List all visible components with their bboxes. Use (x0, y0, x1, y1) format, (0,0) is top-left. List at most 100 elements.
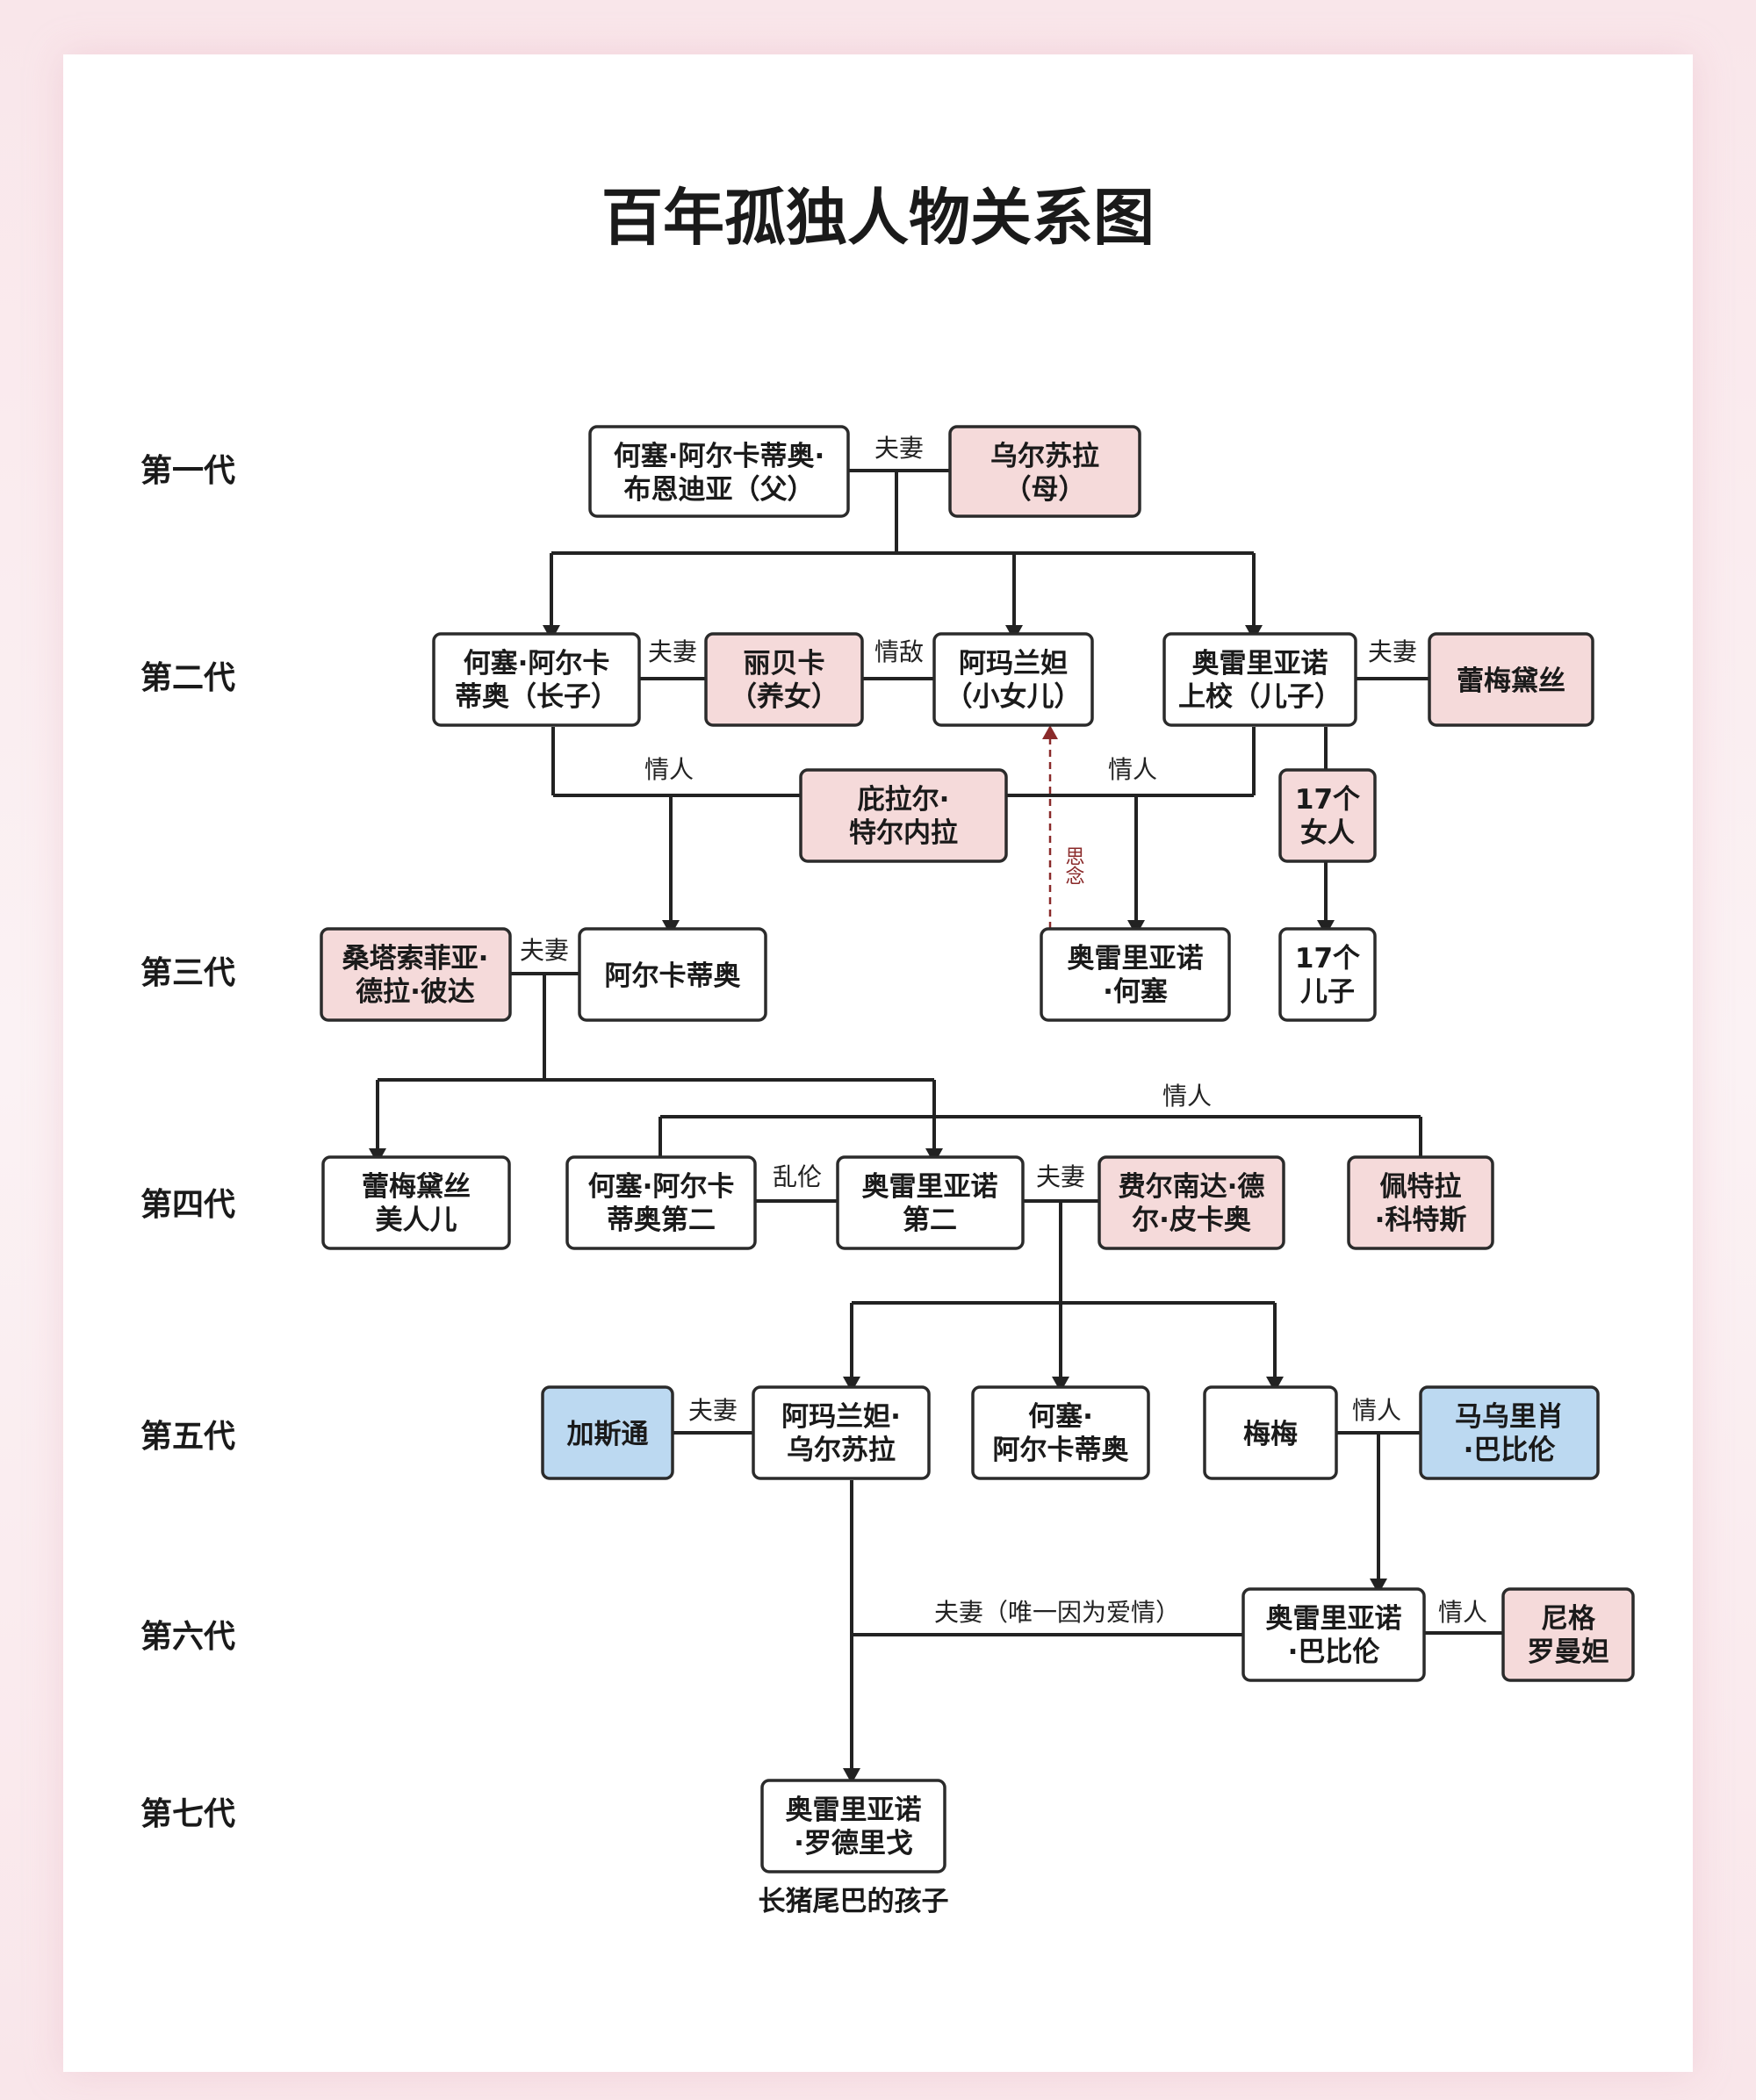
node-ursula: 乌尔苏拉 （母） (948, 425, 1141, 518)
rel-label-pilar-lover-left: 情人 (644, 755, 694, 784)
gen-label-3: 第三代 (140, 955, 235, 991)
svg-text:梅梅: 梅梅 (1243, 1419, 1298, 1450)
node-jose-arcadio-buendia: 何塞·阿尔卡蒂奥· 布恩迪亚（父） (588, 425, 850, 518)
node-aureliano-gen7: 奥雷里亚诺 ·罗德里戈 (760, 1779, 946, 1873)
svg-text:何塞·阿尔卡: 何塞·阿尔卡 (464, 648, 610, 680)
svg-text:尼格: 尼格 (1541, 1603, 1596, 1635)
connector-lines (376, 469, 1503, 1777)
svg-text:特尔内拉: 特尔内拉 (849, 817, 958, 849)
gen-label-1: 第一代 (140, 453, 235, 489)
svg-text:女人: 女人 (1300, 817, 1355, 849)
diagram-sheet (63, 54, 1693, 2072)
node-aureliano-babilonia: 奥雷里亚诺 ·巴比伦 (1241, 1587, 1426, 1682)
node-remedios: 蕾梅黛丝 (1428, 632, 1594, 727)
svg-text:布恩迪亚（父）: 布恩迪亚（父） (624, 474, 815, 506)
rel-label-rebeca-amaranta-rival: 情敌 (874, 637, 924, 666)
rel-label-pilar-lover-right: 情人 (1108, 755, 1157, 784)
svg-text:罗曼妲: 罗曼妲 (1528, 1636, 1609, 1668)
gen-label-4: 第四代 (140, 1187, 235, 1223)
relation-labels: 夫妻 夫妻 情敌 夫妻 情人 情人 思念 夫妻 情人 乱伦 夫妻 夫妻 情人 夫… (520, 434, 1487, 1627)
svg-text:尔·皮卡奥: 尔·皮卡奥 (1132, 1205, 1251, 1236)
rel-label-last-marriage: 夫妻（唯一因为爱情） (934, 1598, 1180, 1627)
svg-text:阿玛兰妲·: 阿玛兰妲· (781, 1401, 901, 1433)
gen-label-7: 第七代 (140, 1796, 235, 1832)
node-rebeca: 丽贝卡 （养女） (704, 632, 864, 727)
node-arcadio: 阿尔卡蒂奥 (578, 927, 767, 1022)
svg-text:蒂奥第二: 蒂奥第二 (607, 1205, 716, 1236)
rel-label-jose-rebeca-spouse: 夫妻 (648, 637, 697, 666)
svg-text:德拉·彼达: 德拉·彼达 (356, 976, 475, 1008)
svg-text:蕾梅黛丝: 蕾梅黛丝 (1457, 665, 1565, 697)
person-nodes: 何塞·阿尔卡蒂奥· 布恩迪亚（父） 乌尔苏拉 （母） 何塞·阿尔卡 蒂奥（长子）… (320, 425, 1635, 1873)
rel-label-nigromanta-lover: 情人 (1438, 1598, 1487, 1627)
rel-label-arcadio-spouse: 夫妻 (520, 936, 569, 965)
node-aureliano-jose: 奥雷里亚诺 ·何塞 (1040, 927, 1231, 1022)
svg-text:费尔南达·德: 费尔南达·德 (1119, 1171, 1265, 1203)
svg-text:乌尔苏拉: 乌尔苏拉 (787, 1435, 896, 1466)
svg-text:17个: 17个 (1295, 784, 1360, 816)
node-seventeen-sons: 17个 儿子 (1278, 927, 1377, 1022)
svg-text:奥雷里亚诺: 奥雷里亚诺 (786, 1794, 922, 1826)
svg-text:·科特斯: ·科特斯 (1375, 1205, 1467, 1236)
svg-text:丽贝卡: 丽贝卡 (744, 648, 825, 680)
node-nigromanta: 尼格 罗曼妲 (1501, 1587, 1635, 1682)
svg-text:加斯通: 加斯通 (567, 1419, 649, 1450)
gen-label-2: 第二代 (140, 660, 235, 696)
svg-text:美人儿: 美人儿 (376, 1205, 457, 1236)
svg-text:奥雷里亚诺: 奥雷里亚诺 (1266, 1603, 1402, 1635)
footnote-pig-tail-child: 长猪尾巴的孩子 (759, 1886, 949, 1917)
gen-label-6: 第六代 (140, 1619, 235, 1655)
svg-text:桑塔索菲亚·: 桑塔索菲亚· (342, 943, 489, 974)
node-seventeen-women: 17个 女人 (1278, 768, 1377, 863)
svg-text:马乌里肖: 马乌里肖 (1455, 1401, 1564, 1433)
gen-label-5: 第五代 (140, 1419, 235, 1455)
svg-text:佩特拉: 佩特拉 (1380, 1171, 1462, 1203)
svg-text:·罗德里戈: ·罗德里戈 (794, 1828, 913, 1859)
svg-text:·何塞: ·何塞 (1103, 976, 1168, 1008)
generation-labels: 第一代 第二代 第三代 第四代 第五代 第六代 第七代 (140, 453, 235, 1832)
svg-text:（养女）: （养女） (730, 681, 838, 713)
svg-text:17个: 17个 (1295, 943, 1360, 974)
svg-text:乌尔苏拉: 乌尔苏拉 (990, 441, 1099, 472)
rel-label-meme-lover: 情人 (1352, 1396, 1401, 1425)
rel-label-gen1-spouse: 夫妻 (874, 434, 924, 463)
node-aureliano-segundo: 奥雷里亚诺 第二 (836, 1155, 1025, 1250)
rel-label-gen4-spouse: 夫妻 (1036, 1162, 1085, 1191)
node-jose-arcadio: 何塞·阿尔卡 蒂奥（长子） (432, 632, 641, 727)
svg-text:儿子: 儿子 (1300, 976, 1355, 1008)
rel-label-aureliano-remedios-spouse: 夫妻 (1368, 637, 1417, 666)
svg-text:何塞·阿尔卡蒂奥·: 何塞·阿尔卡蒂奥· (614, 441, 825, 472)
svg-text:蕾梅黛丝: 蕾梅黛丝 (362, 1171, 471, 1203)
svg-text:阿尔卡蒂奥: 阿尔卡蒂奥 (605, 960, 741, 992)
node-mauricio: 马乌里肖 ·巴比伦 (1419, 1385, 1600, 1480)
svg-text:阿玛兰妲: 阿玛兰妲 (959, 648, 1068, 680)
svg-text:何塞·阿尔卡: 何塞·阿尔卡 (588, 1171, 735, 1203)
rel-label-incest: 乱伦 (773, 1162, 822, 1191)
svg-text:上校（儿子）: 上校（儿子） (1178, 681, 1342, 713)
svg-text:奥雷里亚诺: 奥雷里亚诺 (1192, 648, 1328, 680)
svg-text:庇拉尔·: 庇拉尔· (858, 784, 950, 816)
diagram-title: 百年孤独人物关系图 (601, 182, 1155, 254)
svg-text:（小女儿）: （小女儿） (946, 681, 1082, 713)
rel-label-gaston-spouse: 夫妻 (688, 1396, 738, 1425)
svg-text:·巴比伦: ·巴比伦 (1464, 1435, 1557, 1466)
node-fernanda: 费尔南达·德 尔·皮卡奥 (1098, 1155, 1285, 1250)
node-petra-cotes: 佩特拉 ·科特斯 (1347, 1155, 1494, 1250)
svg-text:·巴比伦: ·巴比伦 (1288, 1636, 1381, 1668)
node-jose-arcadio-segundo: 何塞·阿尔卡 蒂奥第二 (565, 1155, 757, 1250)
svg-text:第二: 第二 (903, 1205, 957, 1236)
svg-text:（母）: （母） (1004, 474, 1086, 506)
node-gaston: 加斯通 (541, 1385, 674, 1480)
svg-text:蒂奥（长子）: 蒂奥（长子） (455, 681, 618, 713)
svg-text:奥雷里亚诺: 奥雷里亚诺 (862, 1171, 998, 1203)
node-amaranta-ursula: 阿玛兰妲· 乌尔苏拉 (752, 1385, 931, 1480)
node-remedios-beauty: 蕾梅黛丝 美人儿 (321, 1155, 511, 1250)
node-santa-sofia: 桑塔索菲亚· 德拉·彼达 (320, 927, 512, 1022)
node-aureliano-colonel: 奥雷里亚诺 上校（儿子） (1162, 632, 1357, 727)
svg-text:奥雷里亚诺: 奥雷里亚诺 (1068, 943, 1204, 974)
node-jose-arcadio-gen5: 何塞· 阿尔卡蒂奥 (971, 1385, 1150, 1480)
rel-label-petra-lover: 情人 (1162, 1082, 1212, 1111)
node-amaranta: 阿玛兰妲 （小女儿） (932, 632, 1094, 727)
svg-text:阿尔卡蒂奥: 阿尔卡蒂奥 (993, 1435, 1129, 1466)
